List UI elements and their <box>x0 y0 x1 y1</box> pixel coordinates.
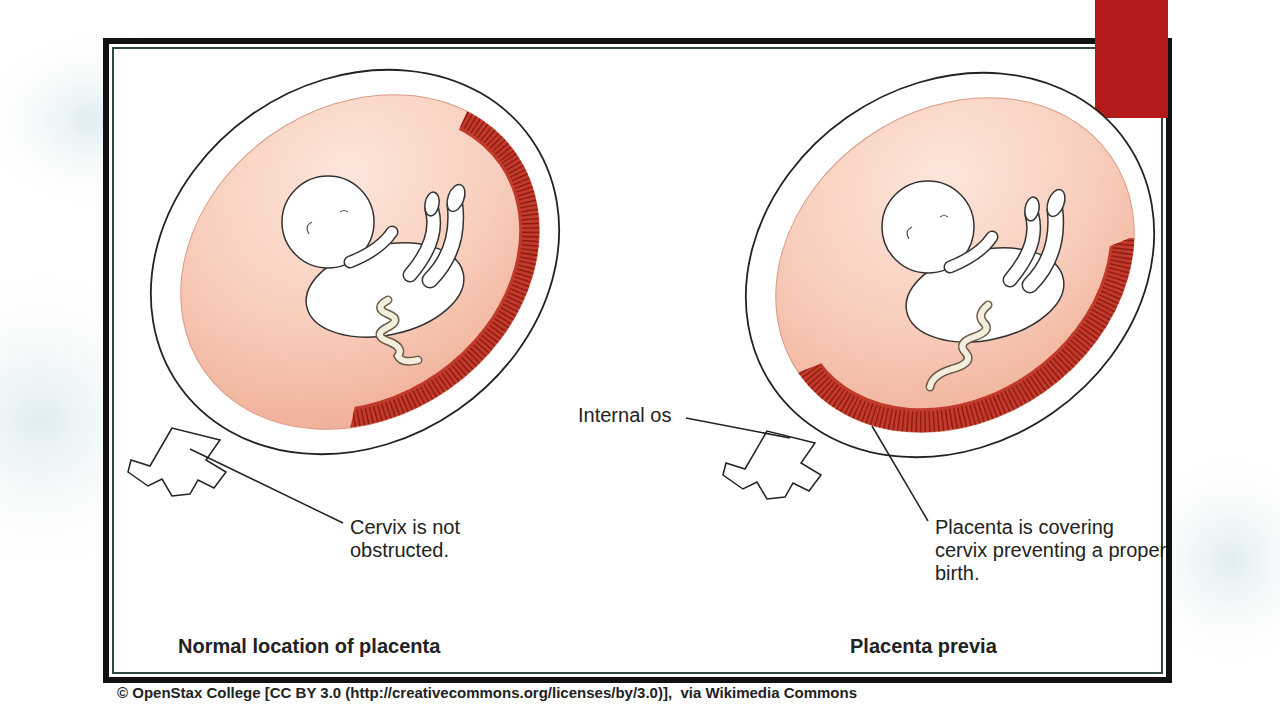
fetus <box>282 176 473 361</box>
fetus-arm-outline <box>950 237 992 267</box>
fetus-leg <box>1010 215 1034 280</box>
uterus-outline <box>671 0 1230 536</box>
leader-line <box>686 418 790 438</box>
placenta-texture <box>717 36 1192 494</box>
fetus-foot <box>423 191 441 217</box>
fetus-arm <box>950 237 992 267</box>
leader-line <box>872 426 928 521</box>
callout-label: Placenta is covering cervix preventing a… <box>935 516 1167 585</box>
fetus-leg-outline <box>1010 215 1034 280</box>
fetus-leg-outline <box>410 210 434 275</box>
umbilical-cord <box>930 305 988 387</box>
placenta <box>115 26 604 498</box>
umbilical-cord-outline <box>380 300 418 361</box>
credit-line: © OpenStax College [CC BY 3.0 (http://cr… <box>117 684 857 701</box>
uterus-figure <box>671 0 1230 536</box>
leader-line <box>190 449 343 523</box>
callout-label: Cervix is not obstructed. <box>350 516 520 562</box>
fetus-leg <box>410 210 434 275</box>
uterine-cavity <box>710 29 1199 501</box>
fetus-ear <box>307 222 312 234</box>
leader-lines <box>190 418 928 523</box>
cervix <box>128 428 226 496</box>
uterus-outline <box>76 0 635 533</box>
uterine-cavity <box>115 26 604 498</box>
fetus-eye <box>940 216 948 218</box>
placenta-body <box>710 29 1199 501</box>
fetus-foot <box>1023 196 1041 222</box>
umbilical-cord <box>380 300 418 361</box>
panel-title: Normal location of placenta <box>178 635 440 658</box>
fetus-foot <box>444 182 469 214</box>
fetus-foot <box>1044 187 1069 219</box>
fetus-arm <box>350 232 392 262</box>
fetus-eye <box>340 211 348 213</box>
fetus <box>882 181 1073 387</box>
uterus-figure <box>76 0 635 533</box>
accent-bar <box>1095 0 1168 118</box>
callout-label: Internal os <box>578 404 671 427</box>
fetus-arm-outline <box>350 232 392 262</box>
cervix <box>723 431 821 499</box>
placenta-texture <box>121 32 599 493</box>
fetus-ear <box>907 227 912 239</box>
panel-title: Placenta previa <box>850 635 997 658</box>
umbilical-cord-outline <box>930 305 988 387</box>
placenta-body <box>115 26 604 498</box>
placenta <box>710 29 1199 501</box>
